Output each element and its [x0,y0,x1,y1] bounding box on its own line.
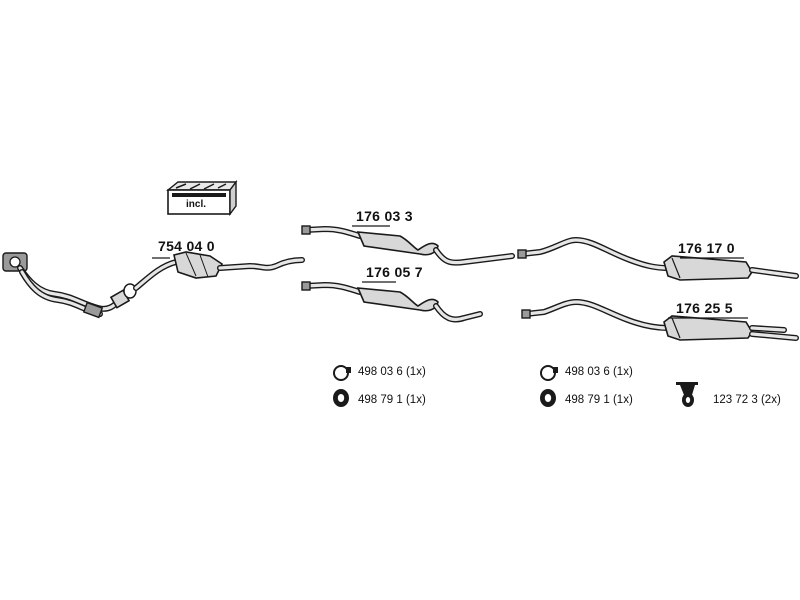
kit-included-label: incl. [186,199,207,210]
clamp-ring-icon [540,365,558,381]
accessory-line: 498 03 6 (1x) [565,366,633,378]
accessory-line: 498 03 6 (1x) [358,366,426,378]
mounting-kit-box-icon [166,179,238,217]
clamp-ring-icon [333,365,351,381]
accessory-line: 498 79 1 (1x) [358,394,426,406]
rear-silencer-2 [521,299,799,341]
part-number-label: 176 25 5 [676,300,733,316]
catalytic-converter [123,251,305,299]
front-pipe [2,252,131,319]
accessory-qty: (1x) [405,394,426,406]
accessory-line: 123 72 3 (2x) [713,394,781,406]
rear-silencer-1 [517,237,799,281]
part-number-label: 754 04 0 [158,238,215,254]
accessory-number: 123 72 3 [713,394,758,406]
middle-silencer-1 [301,225,515,266]
accessory-number: 498 03 6 [565,366,610,378]
accessory-qty: (2x) [760,394,781,406]
rubber-mount-icon [540,389,556,407]
rubber-mount-icon [333,389,349,407]
accessory-number: 498 79 1 [565,394,610,406]
accessory-qty: (1x) [405,366,426,378]
part-number-label: 176 05 7 [366,264,423,280]
part-number-label: 176 03 3 [356,208,413,224]
accessory-line: 498 79 1 (1x) [565,394,633,406]
hanger-bracket-icon [676,382,698,407]
middle-silencer-2 [301,281,483,323]
accessory-number: 498 03 6 [358,366,403,378]
accessory-number: 498 79 1 [358,394,403,406]
accessory-qty: (1x) [612,366,633,378]
accessory-qty: (1x) [612,394,633,406]
part-number-label: 176 17 0 [678,240,735,256]
